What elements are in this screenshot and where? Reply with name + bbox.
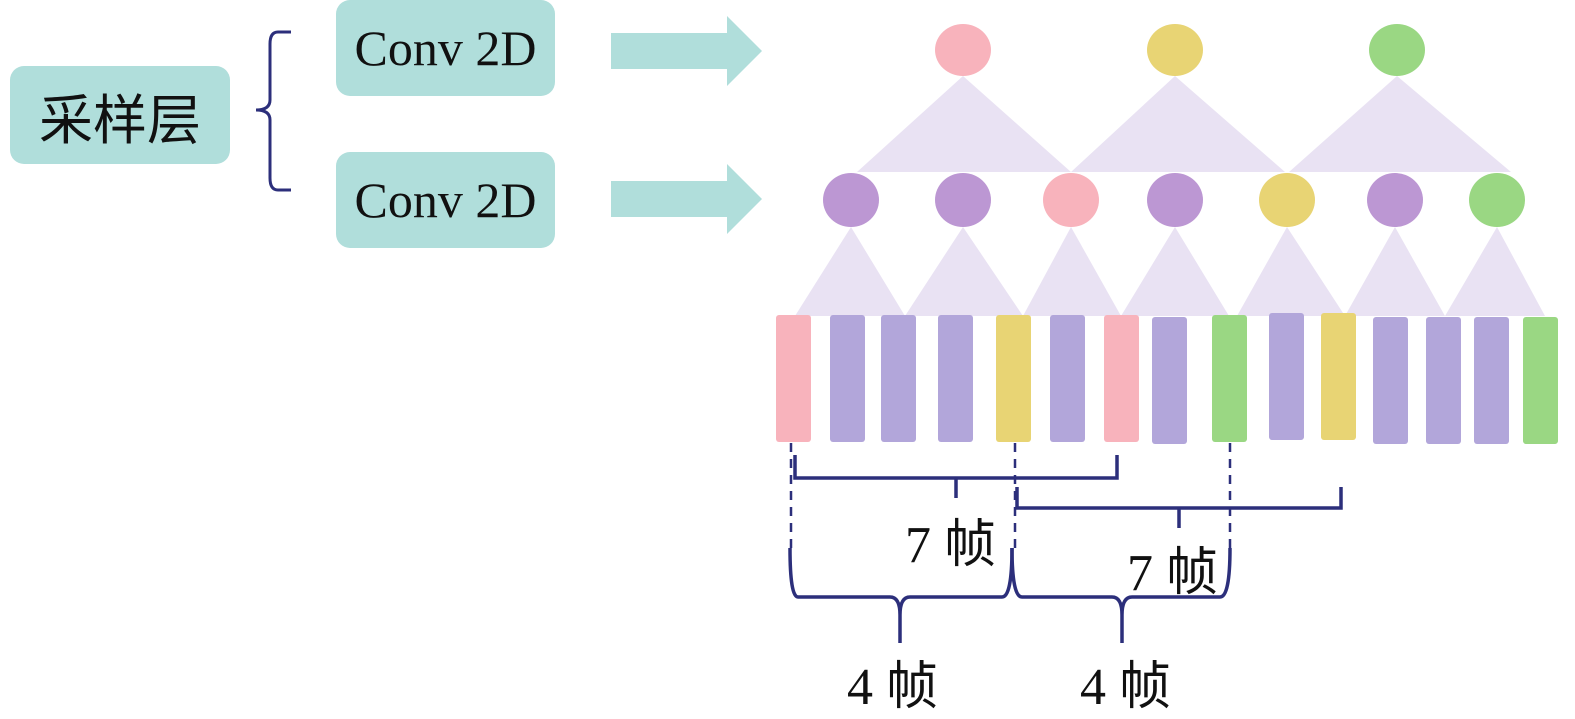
- triangle-mid-2: [905, 227, 1023, 316]
- frame-label-seven-a: 7 帧: [905, 517, 997, 574]
- triangle-top-3: [1289, 76, 1511, 172]
- sampling-layer-box: 采样层: [10, 66, 230, 164]
- frame-bar-11: [1321, 313, 1356, 440]
- frame-bar-10: [1269, 313, 1304, 440]
- brackets: [788, 455, 1343, 643]
- middle-node-4: [1147, 173, 1203, 227]
- middle-triangles: [795, 227, 1545, 316]
- frame-bars: [776, 313, 1558, 444]
- middle-node-1: [823, 173, 879, 227]
- conv2d-box-top: Conv 2D: [336, 0, 555, 96]
- dashed-guides: [789, 443, 1232, 552]
- conv2d-box-bottom: Conv 2D: [336, 152, 555, 248]
- frame-bar-14: [1474, 317, 1509, 444]
- arrow-bottom: [611, 164, 762, 234]
- top-triangles: [857, 76, 1511, 172]
- middle-nodes: [823, 173, 1525, 227]
- frame-bar-8: [1152, 317, 1187, 444]
- triangle-top-1: [857, 76, 1071, 172]
- middle-node-3: [1043, 173, 1099, 227]
- frame-bar-2: [830, 315, 865, 442]
- frame-bar-5: [996, 315, 1031, 442]
- frame-bar-6: [1050, 315, 1085, 442]
- triangle-top-2: [1071, 76, 1285, 172]
- frame-label-four-a: 4 帧: [847, 659, 939, 716]
- frame-bar-15: [1523, 317, 1558, 444]
- bracket-four-b: [1010, 547, 1232, 643]
- middle-node-2: [935, 173, 991, 227]
- frame-bar-12: [1373, 317, 1408, 444]
- frame-bar-1: [776, 315, 811, 442]
- conv2d-label-bottom: Conv 2D: [354, 172, 537, 228]
- triangle-mid-1: [795, 227, 905, 316]
- bracket-seven-b: [1015, 487, 1343, 528]
- triangle-mid-3: [1023, 227, 1121, 316]
- triangle-mid-6: [1345, 227, 1445, 316]
- bracket-four-a: [788, 547, 1014, 643]
- middle-node-5: [1259, 173, 1315, 227]
- middle-node-6: [1367, 173, 1423, 227]
- frame-bar-13: [1426, 317, 1461, 444]
- top-nodes: [935, 24, 1425, 76]
- triangle-mid-7: [1445, 227, 1545, 316]
- layer-group-bracket: [255, 30, 291, 192]
- frame-bar-3: [881, 315, 916, 442]
- frame-bar-4: [938, 315, 973, 442]
- frame-label-seven-b: 7 帧: [1127, 545, 1219, 602]
- triangle-mid-5: [1237, 227, 1345, 316]
- triangle-mid-4: [1121, 227, 1229, 316]
- frame-bar-9: [1212, 315, 1247, 442]
- middle-node-7: [1469, 173, 1525, 227]
- top-node-3: [1369, 24, 1425, 76]
- top-node-1: [935, 24, 991, 76]
- conv2d-label-top: Conv 2D: [354, 20, 537, 76]
- sampling-layer-label: 采样层: [39, 88, 201, 152]
- arrow-top: [611, 16, 762, 86]
- frame-bar-7: [1104, 315, 1139, 442]
- frame-label-four-b: 4 帧: [1080, 659, 1172, 716]
- top-node-2: [1147, 24, 1203, 76]
- bracket-seven-a: [793, 455, 1119, 498]
